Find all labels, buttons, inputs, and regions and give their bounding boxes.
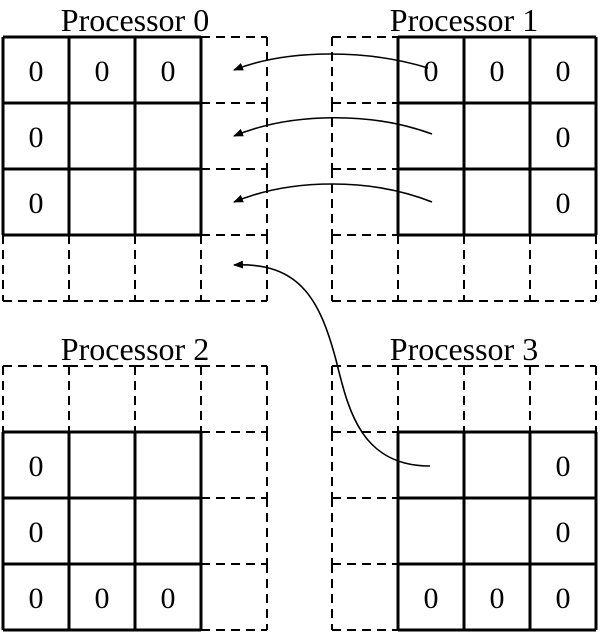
cell-value: 0 [29,187,44,220]
processor-title: Processor 0 [61,2,209,38]
processor-grid: 0 0 0 0 0 [1,365,268,632]
cell-value: 0 [29,121,44,154]
cell-value: 0 [490,582,505,615]
cell-value: 0 [556,450,571,483]
cell-value: 0 [556,582,571,615]
cell-value: 0 [29,516,44,549]
exchange-arrow [233,183,433,203]
processor-grid: 0 0 0 0 0 [331,365,598,632]
cell-value: 0 [95,582,110,615]
processor-title: Processor 3 [390,331,538,367]
cell-value: 0 [424,582,439,615]
cell-value: 0 [556,516,571,549]
exchange-arrow [233,53,429,71]
cell-value: 0 [490,55,505,88]
exchange-arrow [233,116,433,137]
cell-value: 0 [95,55,110,88]
cell-value: 0 [556,187,571,220]
exchange-arrow [233,260,431,467]
cell-value: 0 [161,55,176,88]
cell-value: 0 [556,121,571,154]
cell-value: 0 [29,450,44,483]
processor-title: Processor 1 [390,2,538,38]
cell-value: 0 [29,55,44,88]
cell-value: 0 [161,582,176,615]
cell-value: 0 [29,582,44,615]
cell-value: 0 [556,55,571,88]
processor-title: Processor 2 [61,331,209,367]
processor-grid: 0 0 0 0 0 [331,35,598,302]
processor-grid: 0 0 0 0 0 [1,35,268,302]
cell-value: 0 [424,55,439,88]
